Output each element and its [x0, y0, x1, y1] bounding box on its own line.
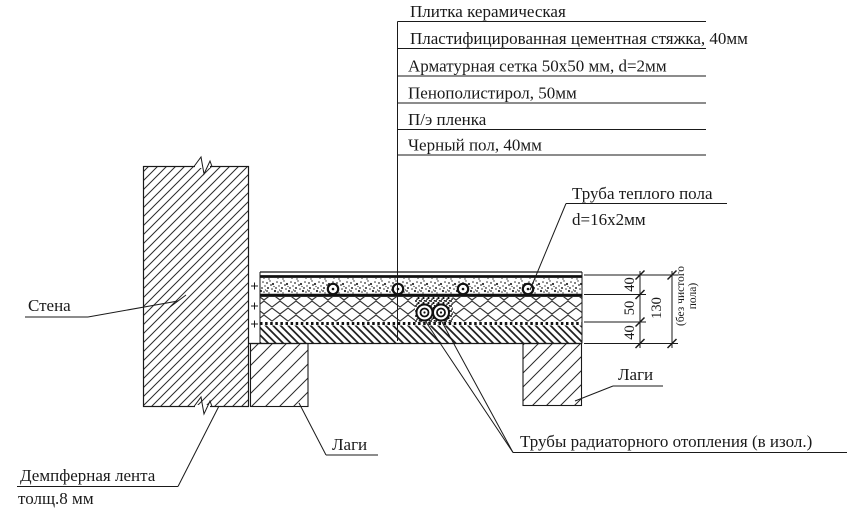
joist-callout-left: Лаги	[298, 402, 378, 456]
label-heating-pipe-line1: Труба теплого пола	[572, 184, 713, 203]
wall-break-mark-bottom	[193, 395, 213, 416]
joist-left	[249, 342, 309, 408]
damper-callout: Демпферная лента толщ.8 мм	[17, 405, 220, 508]
label-film: П/э пленка	[408, 110, 487, 129]
dim-tick	[634, 269, 646, 281]
dimensions: 40 50 40 130 (без чистого пола)	[584, 266, 699, 349]
heating-pipe	[326, 282, 340, 296]
label-screed: Пластифицированная цементная стяжка, 40м…	[410, 29, 748, 48]
dim-40-subfloor: 40	[622, 325, 638, 340]
floor-layers	[249, 271, 583, 345]
heating-pipe	[521, 282, 535, 296]
joist-right	[522, 342, 583, 407]
damper-strip	[251, 282, 258, 328]
dim-tick	[666, 269, 678, 281]
dim-40-screed: 40	[622, 277, 638, 292]
wall	[142, 155, 250, 416]
label-joists-right: Лаги	[618, 365, 653, 384]
subfloor-layer	[260, 325, 582, 343]
label-damper-line2: толщ.8 мм	[18, 489, 94, 508]
screed-layer	[260, 278, 582, 294]
label-heating-pipe-line2: d=16x2мм	[572, 210, 646, 229]
joists	[249, 342, 583, 408]
wall-break-mark-top	[193, 155, 213, 176]
joists-right-leader	[574, 385, 614, 402]
dim-note-line1: (без чистого	[675, 266, 687, 326]
dim-50-insulation: 50	[622, 301, 638, 316]
joists-left-leader	[298, 402, 327, 456]
label-mesh: Арматурная сетка 50x50 мм, d=2мм	[408, 57, 667, 76]
damper-leader	[177, 405, 220, 487]
radiator-pipes-box	[415, 297, 453, 323]
radiator-callout: Трубы радиаторного отопления (в изол.)	[425, 321, 847, 453]
dim-tick	[666, 338, 678, 349]
label-damper-line1: Демпферная лента	[20, 466, 156, 485]
dim-tick	[634, 316, 646, 328]
wall-callout: Стена	[25, 294, 187, 318]
wall-leader-tick	[169, 294, 187, 308]
label-tile: Плитка керамическая	[410, 2, 566, 21]
wall-leader	[87, 300, 179, 318]
heating-pipe	[456, 282, 470, 296]
dim-tick	[634, 338, 646, 349]
radiator-pipe	[432, 303, 450, 322]
label-subfloor: Черный пол, 40мм	[408, 136, 542, 155]
damper-tick-1	[251, 282, 258, 290]
label-joists-left: Лаги	[332, 435, 367, 454]
dim-note-line2: пола)	[687, 283, 699, 310]
heating-pipe-leader	[529, 203, 567, 291]
wall-section	[142, 165, 250, 408]
heating-pipe-callout: Труба теплого пола d=16x2мм	[529, 184, 727, 291]
damper-tick-3	[251, 320, 258, 328]
radiator-pipe	[415, 303, 434, 322]
label-wall: Стена	[28, 296, 71, 315]
label-radiator-pipes: Трубы радиаторного отопления (в изол.)	[520, 432, 812, 451]
damper-tick-2	[251, 302, 258, 310]
label-polystyrene: Пенополистирол, 50мм	[408, 84, 577, 103]
dim-130-total: 130	[649, 297, 665, 319]
joist-callout-right: Лаги	[574, 365, 663, 402]
radiator-leader-2	[441, 321, 514, 453]
layer-callouts: Плитка керамическая Пластифицированная ц…	[397, 2, 748, 341]
dim-tick	[634, 289, 646, 300]
radiator-leader-1	[425, 321, 514, 453]
